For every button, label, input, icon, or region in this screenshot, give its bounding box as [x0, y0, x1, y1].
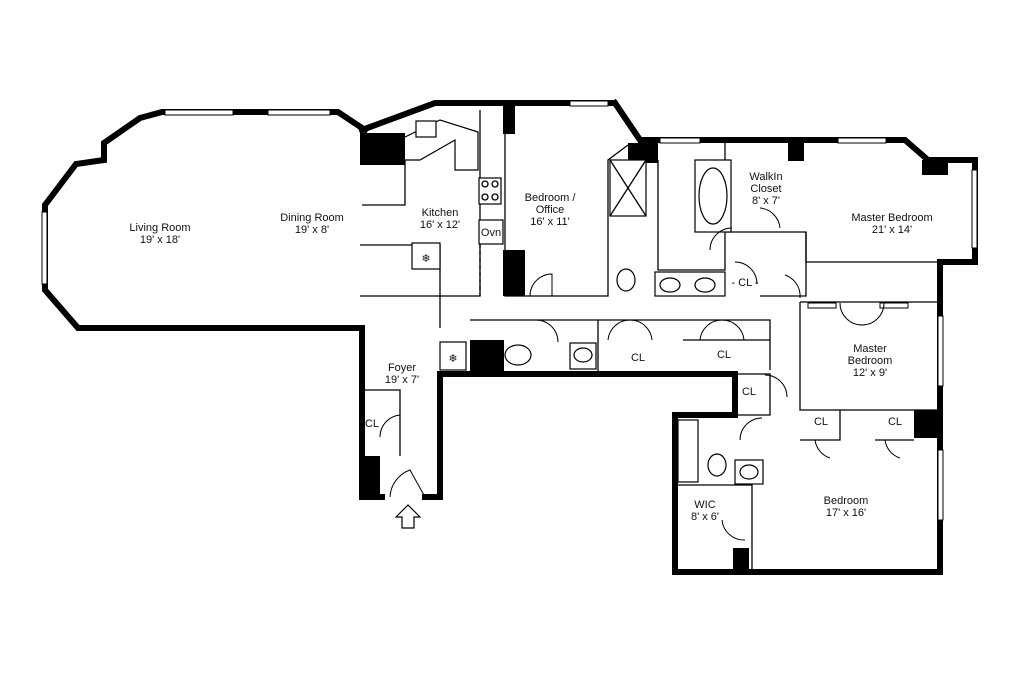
svg-text:❄: ❄ — [421, 253, 430, 265]
room-wic-dims: 8' x 6' — [691, 511, 719, 523]
snowflake-icon: ❄ — [421, 253, 430, 265]
room-office-dims: 16' x 11' — [530, 216, 569, 228]
bath-fixtures — [504, 159, 764, 485]
closet-hall1: CL — [631, 352, 645, 364]
room-walkin-name2: Closet — [750, 183, 781, 195]
room-kitchen-dims: 16' x 12' — [420, 219, 460, 231]
room-master2-name: Master — [853, 343, 887, 355]
room-walkin-name: WalkIn — [749, 171, 782, 183]
room-bedroom-dims: 17' x 16' — [826, 507, 866, 519]
room-master2-dims: 12' x 9' — [853, 367, 887, 379]
room-office-name: Bedroom / — [525, 192, 577, 204]
room-master2-name2: Bedroom — [848, 355, 893, 367]
wall-piers — [360, 106, 948, 572]
entry-arrow-icon — [394, 504, 422, 529]
oven-label: Ovn — [481, 227, 501, 239]
closet-master: - CL - — [731, 277, 758, 289]
room-bedroom-name: Bedroom — [824, 495, 869, 507]
room-living-dims: 19' x 18' — [140, 234, 180, 246]
room-office-name2: Office — [536, 204, 565, 216]
closet-master-entry: CL — [742, 386, 756, 398]
closet-master2-a: CL — [814, 416, 828, 428]
room-dining-dims: 19' x 8' — [295, 224, 329, 236]
kitchen-counter — [404, 119, 504, 371]
room-master-dims: 21' x 14' — [872, 224, 912, 236]
closet-foyer: CL — [365, 418, 379, 430]
room-dining-name: Dining Room — [280, 212, 344, 224]
door-swings — [379, 207, 901, 541]
room-kitchen-name: Kitchen — [422, 207, 459, 219]
room-master-name: Master Bedroom — [851, 212, 932, 224]
svg-text:❄: ❄ — [448, 353, 457, 365]
room-foyer-dims: 19' x 7' — [385, 374, 419, 386]
room-walkin-dims: 8' x 7' — [752, 195, 780, 207]
windows — [41, 100, 978, 521]
room-wic-name: WIC — [694, 499, 715, 511]
room-living-name: Living Room — [129, 222, 190, 234]
closet-hall2: CL — [717, 349, 731, 361]
room-foyer-name: Foyer — [388, 362, 416, 374]
snowflake-icon: ❄ — [448, 353, 457, 365]
closet-master2-b: CL — [888, 416, 902, 428]
